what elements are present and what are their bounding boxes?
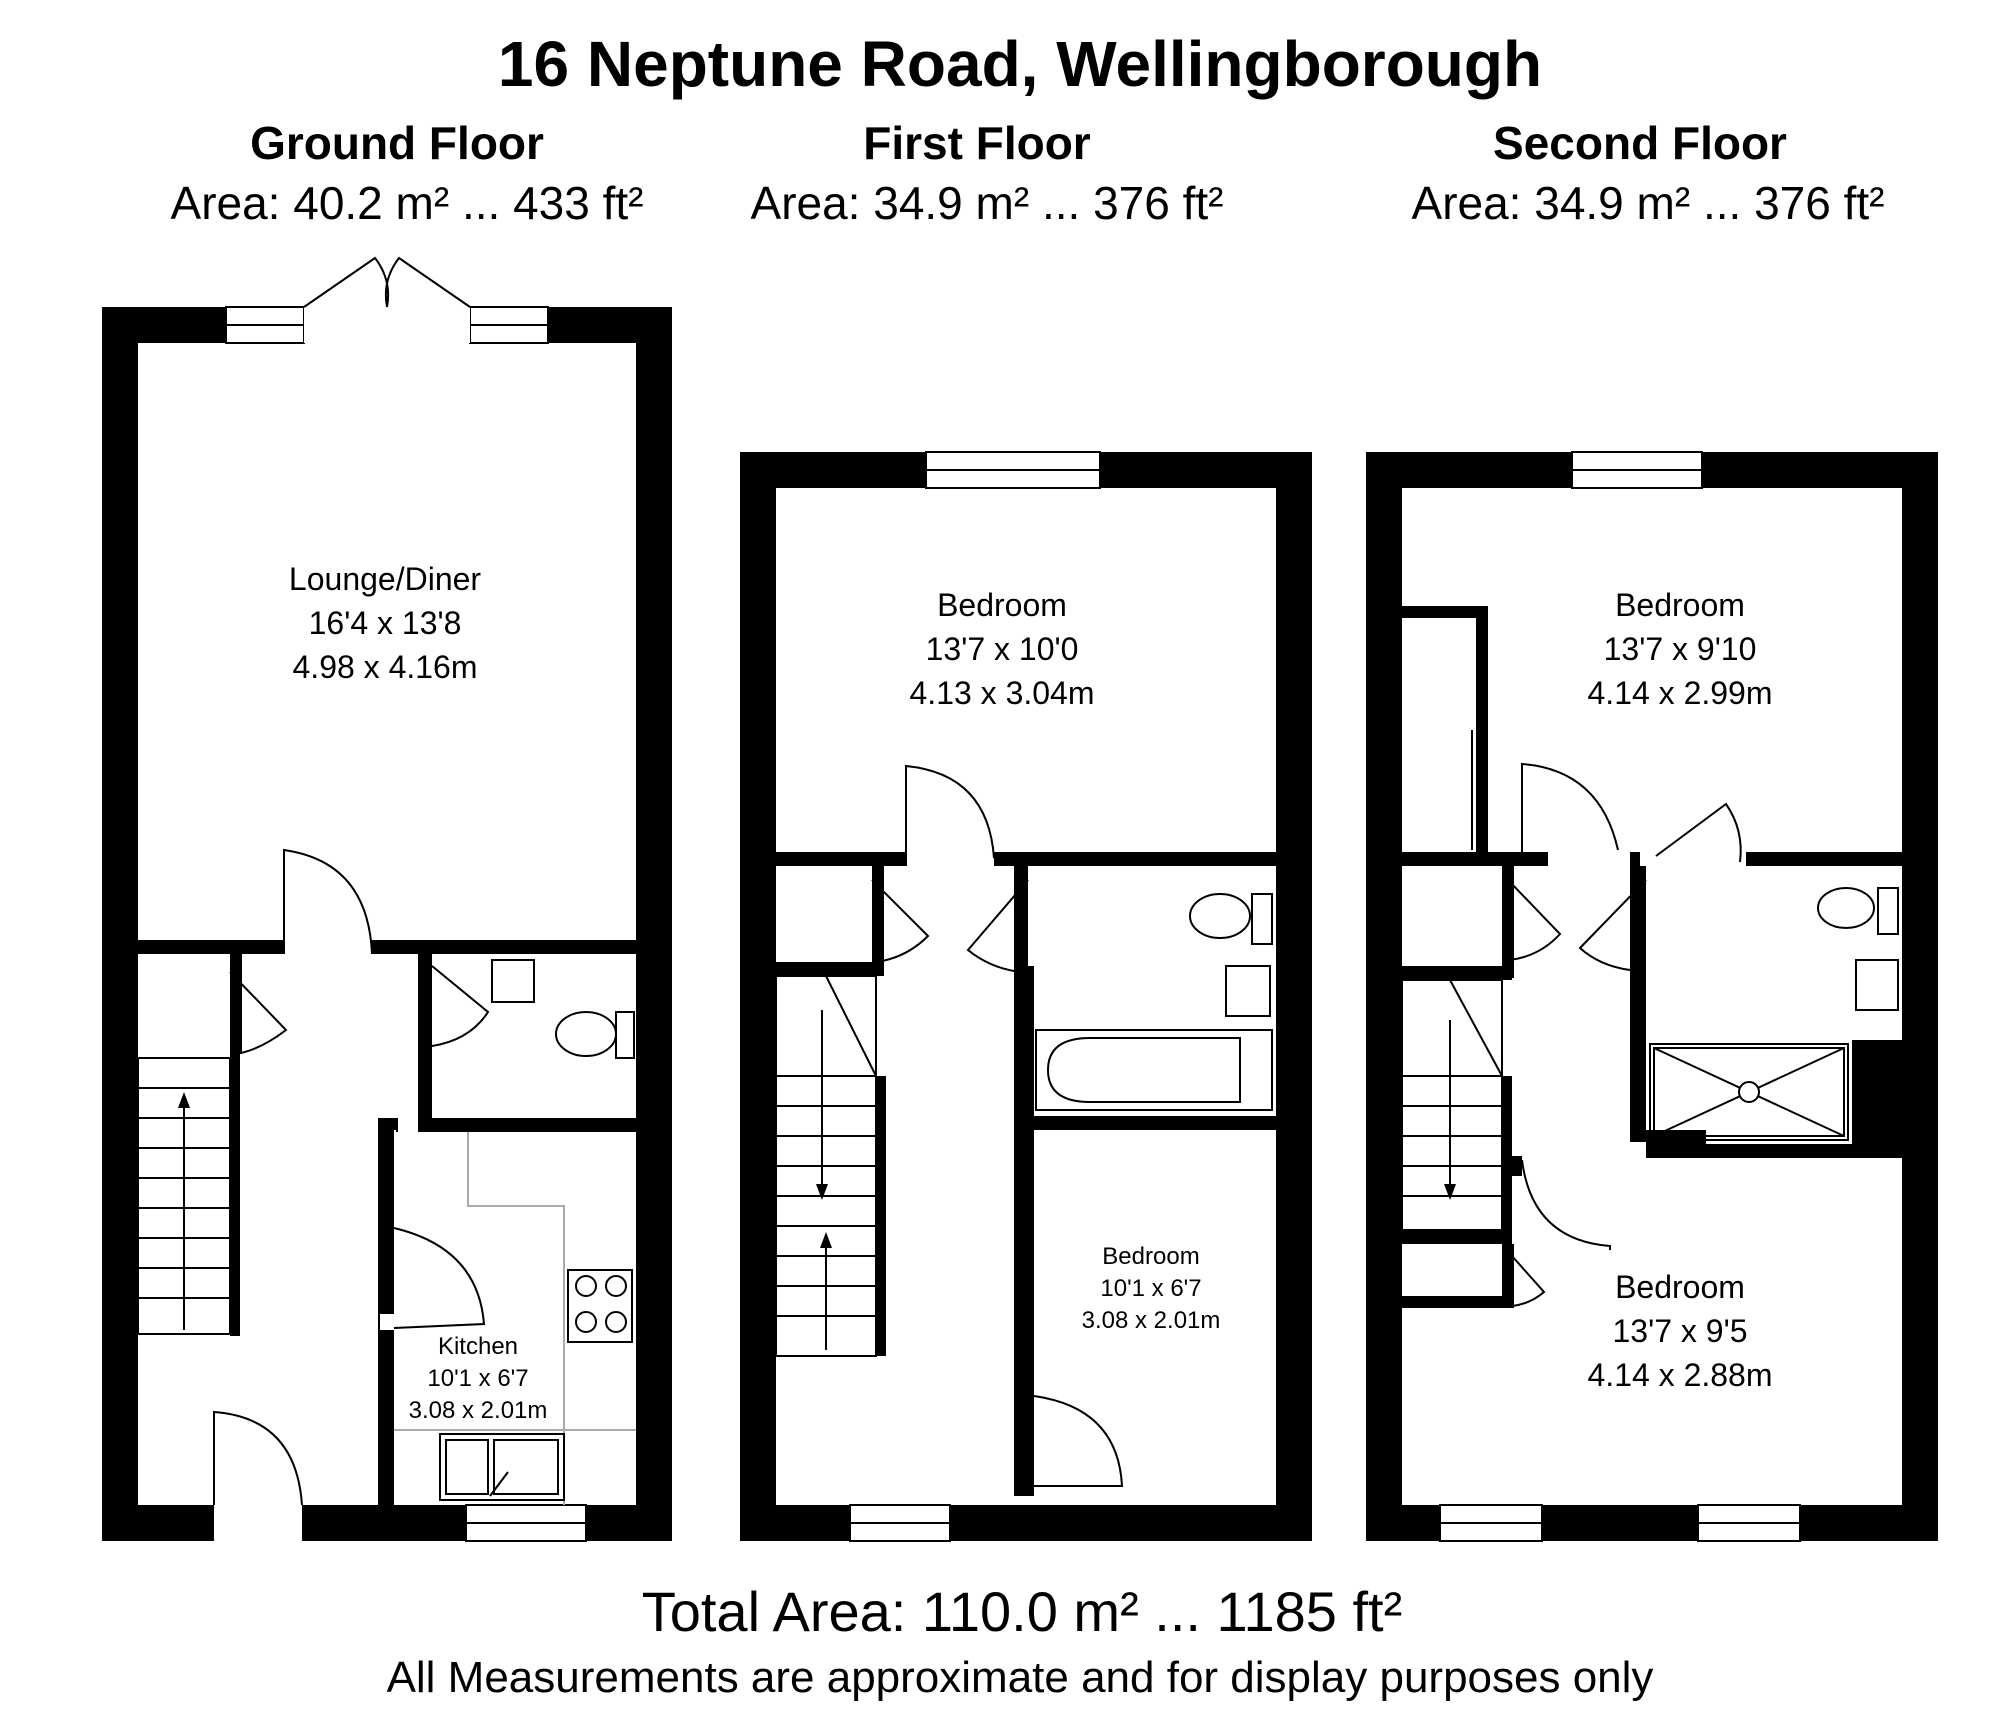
- second-floor-title: Second Floor: [1493, 117, 1787, 169]
- first-bed-back-door: [1033, 1395, 1124, 1487]
- ground-floor-plan: [102, 256, 672, 1542]
- shower-room-door-front: [1655, 802, 1742, 863]
- first-stairs: [775, 975, 877, 1357]
- french-doors-opening: [304, 307, 470, 343]
- second-bed-front-name: Bedroom: [1615, 587, 1745, 623]
- lounge-door: [283, 848, 373, 955]
- french-door-right: [384, 256, 471, 308]
- kitchen-door: [393, 1227, 486, 1329]
- first-floor-title: First Floor: [863, 117, 1091, 169]
- first-floor-plan: [740, 451, 1312, 1542]
- first-bed-back-metric: 3.08 x 2.01m: [1082, 1307, 1221, 1334]
- kitchen-name: Kitchen: [438, 1333, 518, 1360]
- lounge-imperial: 16'4 x 13'8: [309, 605, 462, 641]
- page-title: 16 Neptune Road, Wellingborough: [497, 28, 1543, 100]
- kitchen-hob: [567, 1269, 633, 1343]
- room-labels: Lounge/Diner 16'4 x 13'8 4.98 x 4.16m Ki…: [289, 561, 1773, 1424]
- second-basin: [1855, 959, 1899, 1011]
- first-basin: [1225, 965, 1271, 1017]
- second-toilet: [1817, 887, 1875, 929]
- first-bed-front-metric: 4.13 x 3.04m: [910, 675, 1095, 711]
- kitchen-sink: [439, 1433, 565, 1501]
- ground-floor-area: Area: 40.2 m² ... 433 ft²: [170, 177, 644, 229]
- first-bed-front-name: Bedroom: [937, 587, 1067, 623]
- first-bed-front-imperial: 13'7 x 10'0: [926, 631, 1079, 667]
- first-bed-back-imperial: 10'1 x 6'7: [1100, 1275, 1201, 1302]
- second-bed-back-imperial: 13'7 x 9'5: [1613, 1313, 1748, 1349]
- wc-door: [431, 965, 490, 1047]
- first-toilet: [1189, 893, 1251, 939]
- shower-tray: [1649, 1043, 1849, 1141]
- first-bed-front-door: [905, 764, 995, 866]
- wc-basin: [491, 959, 535, 1003]
- second-floor-area: Area: 34.9 m² ... 376 ft²: [1411, 177, 1885, 229]
- first-bath: [1035, 1029, 1273, 1111]
- kitchen-imperial: 10'1 x 6'7: [427, 1365, 528, 1392]
- front-door: [213, 1410, 303, 1506]
- lounge-metric: 4.98 x 4.16m: [293, 649, 478, 685]
- bathroom-door: [966, 879, 1029, 973]
- first-bed-back-name: Bedroom: [1102, 1243, 1199, 1270]
- second-bed-front-metric: 4.14 x 2.99m: [1588, 675, 1773, 711]
- second-bed-back-door: [1521, 1159, 1611, 1250]
- french-door-left: [303, 256, 390, 308]
- lounge-name: Lounge/Diner: [289, 561, 481, 597]
- shower-room-door: [1578, 879, 1647, 971]
- second-bed-front-door: [1521, 762, 1619, 856]
- ground-right-wall: [636, 307, 672, 1541]
- ground-floor-title: Ground Floor: [250, 117, 544, 169]
- front-door-opening: [214, 1505, 302, 1541]
- wc-toilet: [555, 1011, 617, 1057]
- second-bed-front-imperial: 13'7 x 9'10: [1604, 631, 1757, 667]
- second-bed-back-name: Bedroom: [1615, 1269, 1745, 1305]
- ground-left-wall: [102, 307, 138, 1541]
- second-floor-plan: [1366, 451, 1938, 1542]
- disclaimer: All Measurements are approximate and for…: [386, 1653, 1654, 1702]
- kitchen-metric: 3.08 x 2.01m: [409, 1397, 548, 1424]
- second-bed-back-metric: 4.14 x 2.88m: [1588, 1357, 1773, 1393]
- total-area: Total Area: 110.0 m² ... 1185 ft²: [641, 1580, 1403, 1643]
- first-floor-area: Area: 34.9 m² ... 376 ft²: [750, 177, 1224, 229]
